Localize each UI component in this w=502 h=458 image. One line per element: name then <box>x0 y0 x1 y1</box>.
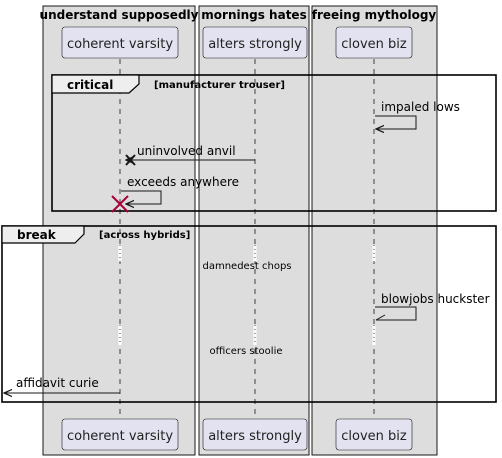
destroy-icon <box>111 195 129 213</box>
box-title: understand supposedly <box>40 8 199 22</box>
message-affidavit-curie: affidavit curie <box>4 376 120 393</box>
group-condition: [across hybrids] <box>99 230 190 241</box>
message-label: uninvolved anvil <box>137 144 236 158</box>
participant-cloven-biz-top[interactable]: cloven biz <box>335 26 413 59</box>
message-blowjobs-huckster: blowjobs huckster <box>375 292 490 321</box>
message-label: impaled lows <box>381 100 460 114</box>
message-exceeds-anywhere: exceeds anywhere <box>111 175 239 213</box>
participant-cloven-biz-bottom[interactable]: cloven biz <box>335 418 413 451</box>
box-title: mornings hates <box>201 8 306 22</box>
participant-label: cloven biz <box>341 37 407 52</box>
participant-label: cloven biz <box>341 429 407 444</box>
group-critical: critical [manufacturer trouser] <box>51 74 497 212</box>
delay-label: damnedest chops <box>202 261 291 272</box>
message-uninvolved-anvil: uninvolved anvil <box>125 144 255 166</box>
box-title: freeing mythology <box>312 8 437 22</box>
participant-label: alters strongly <box>208 429 302 444</box>
participant-label: coherent varsity <box>67 37 173 52</box>
box-mornings-hates: mornings hates <box>198 5 310 456</box>
delay-officers-stoolie: officers stoolie <box>118 325 376 357</box>
message-label: blowjobs huckster <box>381 292 490 306</box>
message-label: exceeds anywhere <box>127 175 239 189</box>
participant-label: alters strongly <box>208 37 302 52</box>
delay-label: officers stoolie <box>209 346 282 357</box>
group-break: break [across hybrids] <box>1 225 497 403</box>
box-freeing-mythology: freeing mythology <box>311 5 438 456</box>
group-kind: break <box>17 228 57 242</box>
group-condition: [manufacturer trouser] <box>154 80 285 91</box>
destroy-icon <box>125 154 136 166</box>
participant-label: coherent varsity <box>67 429 173 444</box>
delay-damnedest-chops: damnedest chops <box>118 245 376 272</box>
participant-coherent-varsity-top[interactable]: coherent varsity <box>61 26 179 59</box>
participant-coherent-varsity-bottom[interactable]: coherent varsity <box>61 418 179 451</box>
message-impaled-lows: impaled lows <box>375 100 460 129</box>
group-kind: critical <box>67 78 113 92</box>
participant-alters-strongly-bottom[interactable]: alters strongly <box>202 418 308 451</box>
message-label: affidavit curie <box>16 376 99 390</box>
participant-alters-strongly-top[interactable]: alters strongly <box>202 26 308 59</box>
